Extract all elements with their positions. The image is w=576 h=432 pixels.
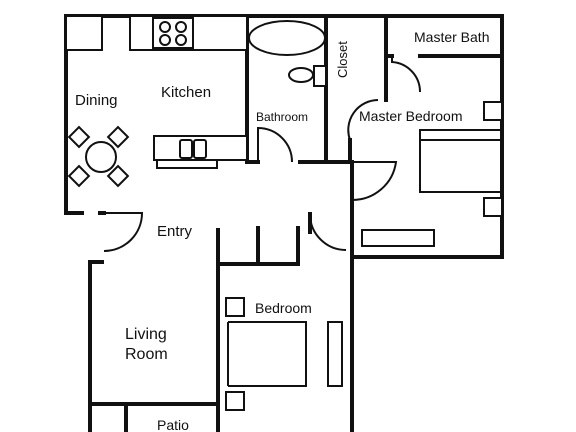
bedroom-nightstand-bottom	[225, 391, 245, 411]
label-entry: Entry	[157, 223, 193, 240]
chair-se	[106, 164, 130, 188]
room-labels: Master Bath Closet Dining Kitchen Bathro…	[75, 29, 489, 432]
entry-door[interactable]	[103, 212, 144, 252]
kitchen-cabinet-left	[65, 15, 103, 51]
kitchen-fixtures	[65, 15, 248, 169]
chair-sw	[67, 164, 91, 188]
burner-2	[175, 21, 187, 33]
toilet-tank	[313, 65, 327, 87]
burner-3	[159, 34, 171, 46]
kitchen-bar	[156, 159, 218, 169]
bedroom-nightstand-top	[225, 297, 245, 317]
label-master-bath: Master Bath	[414, 29, 489, 45]
stove	[152, 17, 194, 49]
closet-door[interactable]	[347, 99, 379, 141]
bedroom-dresser	[327, 321, 343, 387]
kitchen-sink-2	[193, 139, 207, 159]
bathroom-door[interactable]	[257, 126, 293, 163]
master-bedroom-door[interactable]	[351, 161, 398, 202]
dining-table	[67, 125, 130, 188]
walls	[64, 14, 504, 432]
master-dresser	[361, 229, 435, 247]
master-bed	[419, 129, 502, 193]
toilet-bowl	[288, 67, 314, 83]
label-master-bedroom: Master Bedroom	[359, 108, 462, 124]
label-dining: Dining	[75, 92, 118, 109]
right-wall	[350, 14, 504, 259]
master-bath-door[interactable]	[391, 56, 422, 93]
doors	[103, 56, 422, 252]
label-living-room-1: Living	[125, 326, 167, 343]
kitchen-sink-1	[179, 139, 193, 159]
left-wall-upper	[64, 14, 84, 215]
chair-ne	[106, 125, 130, 149]
bedroom-fixtures	[225, 297, 343, 411]
bedroom-door[interactable]	[309, 213, 347, 251]
label-bedroom: Bedroom	[255, 300, 312, 316]
master-nightstand-top	[483, 101, 503, 121]
label-bathroom: Bathroom	[256, 110, 308, 124]
bathroom-fixtures	[248, 20, 327, 87]
table	[85, 141, 117, 173]
label-living-room-2: Room	[125, 346, 168, 363]
chair-nw	[67, 125, 91, 149]
master-nightstand-bottom	[483, 197, 503, 217]
label-closet: Closet	[335, 41, 350, 78]
bedroom-bed	[228, 321, 307, 387]
master-fixtures	[361, 101, 503, 247]
burner-1	[159, 21, 171, 33]
label-kitchen: Kitchen	[161, 84, 211, 101]
bathtub	[248, 20, 326, 56]
burner-4	[175, 34, 187, 46]
label-patio: Patio	[157, 417, 189, 432]
